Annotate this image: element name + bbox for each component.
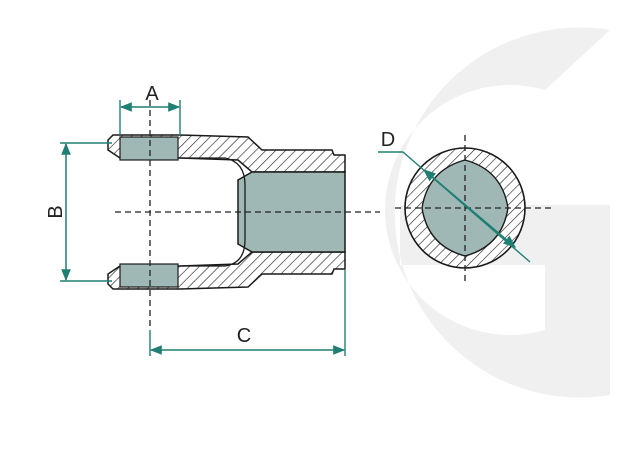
dimension-a: A <box>119 83 181 135</box>
label-d: D <box>381 129 395 151</box>
dimension-d: D <box>378 129 531 263</box>
dimension-c: C <box>149 270 346 356</box>
label-c: C <box>237 325 251 347</box>
label-b: B <box>45 205 67 218</box>
label-a: A <box>145 83 159 105</box>
dimension-b: B <box>45 142 112 282</box>
yoke-side-view <box>107 100 380 330</box>
